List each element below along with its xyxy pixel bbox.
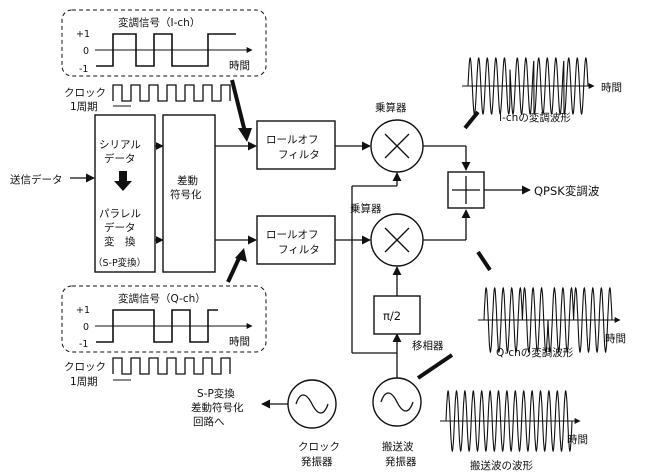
qch-modulated-waveform: 時間 Q-chの変調波形	[478, 286, 626, 359]
carrier-osc-label-a: 搬送波	[382, 440, 414, 453]
diff-label-2: 符号化	[170, 188, 202, 201]
rolloff-upper-a: ロールオフ	[266, 134, 319, 146]
qch-time-label: 時間	[229, 336, 250, 348]
ich-period-label: 1周期	[70, 101, 98, 113]
serial-label: シリアル	[99, 139, 141, 151]
adder-block	[447, 171, 485, 209]
qch-wave-time: 時間	[605, 333, 626, 345]
carrier-oscillator	[372, 377, 422, 427]
ich-minus1: -1	[79, 64, 88, 75]
qch-wave-label: Q-chの変調波形	[496, 346, 574, 359]
rolloff-filter-upper	[256, 120, 336, 170]
pointer-carrier-wave	[416, 353, 454, 380]
pi2-label: π/2	[383, 309, 401, 323]
ich-clock-wave	[112, 84, 231, 102]
ich-clock-label: クロック	[64, 87, 106, 99]
pointer-qch-head	[235, 248, 247, 262]
mult-label-upper: 乗算器	[375, 101, 407, 114]
rolloff-lower-b: フィルタ	[278, 244, 320, 256]
multiplier-lower	[370, 213, 424, 267]
clock-oscillator	[287, 379, 337, 429]
ich-dashed-frame	[61, 9, 267, 77]
qch-square-wave	[96, 309, 218, 343]
qch-title: 変調信号（Q-ch）	[118, 292, 206, 305]
down-arrow-icon	[114, 171, 132, 191]
clock-osc-label-b: 発振器	[301, 455, 333, 468]
qpsk-label: QPSK変調波	[534, 184, 600, 198]
ich-plus1: +1	[76, 29, 90, 40]
ich-clock: クロック 1周期	[64, 84, 231, 113]
sp-dest-a: S-P変換	[197, 387, 235, 400]
qch-zero: 0	[83, 322, 89, 333]
ich-time-label: 時間	[229, 60, 250, 72]
carrier-osc-sine-icon	[380, 392, 414, 412]
ich-modulated-waveform: 時間 I-chの変調波形	[462, 57, 622, 124]
qch-plus1: +1	[76, 305, 90, 316]
qch-dashed-frame	[61, 285, 267, 353]
ich-square-wave	[96, 33, 236, 67]
phase-shifter-block	[373, 295, 421, 335]
qch-clock-label: クロック	[64, 361, 106, 373]
serial-label-2: データ	[104, 152, 136, 165]
rolloff-filter-lower	[256, 215, 336, 265]
ich-title: 変調信号（I-ch）	[118, 16, 200, 29]
rolloff-upper-b: フィルタ	[278, 149, 320, 161]
qch-signal-panel: 変調信号（Q-ch） +1 0 -1 時間	[61, 285, 267, 353]
carrier-wave-time: 時間	[567, 434, 588, 446]
qch-clock-wave	[112, 357, 231, 375]
pointer-qch-signal	[226, 255, 242, 283]
carrier-osc-label-b: 発振器	[385, 455, 417, 468]
ich-zero: 0	[83, 46, 89, 57]
ich-signal-panel: 変調信号（I-ch） +1 0 -1 時間	[61, 9, 267, 77]
phase-label: 移相器	[412, 339, 444, 352]
diff-encoder-block	[162, 114, 216, 273]
ich-wave-time: 時間	[601, 82, 622, 94]
ich-wave-label: I-chの変調波形	[499, 111, 571, 124]
rolloff-lower-a: ロールオフ	[266, 229, 319, 241]
parallel-label-2: データ	[104, 221, 136, 234]
input-label: 送信データ	[10, 173, 63, 186]
qch-minus1: -1	[79, 339, 88, 350]
qch-clock: クロック 1周期	[64, 357, 231, 388]
pointer-ich-wave	[463, 110, 480, 130]
multiplier-upper	[370, 119, 424, 173]
clock-osc-sine-icon	[295, 394, 329, 414]
sp-converter-block	[94, 114, 156, 273]
qch-period-label: 1周期	[70, 376, 98, 388]
diff-label-1: 差動	[177, 174, 198, 187]
pointer-qch-wave	[476, 250, 492, 272]
sp-note: （S-P変換）	[93, 257, 146, 269]
mult-label-lower: 乗算器	[350, 202, 382, 215]
carrier-wave-label: 搬送波の波形	[470, 459, 533, 472]
sp-dest-b: 差動符号化	[191, 401, 244, 414]
pointer-ich-head	[238, 128, 252, 142]
pointer-ich-signal	[230, 79, 247, 133]
clock-osc-label-a: クロック	[298, 441, 340, 453]
parallel-label: パラレル	[99, 208, 141, 220]
parallel-label-3: 変 換	[104, 235, 136, 248]
sp-dest-c: 回路へ	[193, 415, 225, 428]
carrier-waveform: 時間 搬送波の波形	[440, 389, 588, 472]
